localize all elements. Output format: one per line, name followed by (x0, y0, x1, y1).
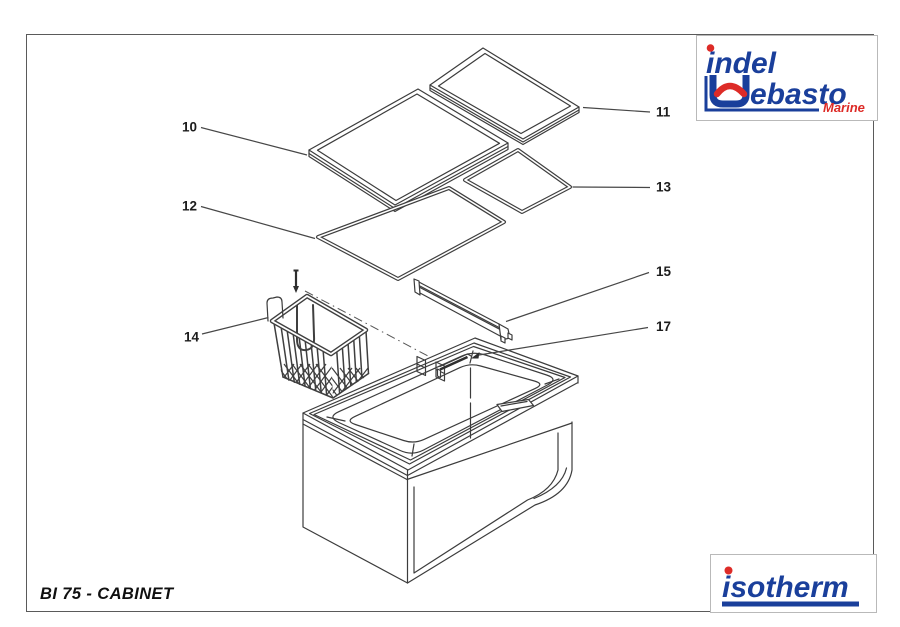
label-part-14: 14 (184, 330, 200, 345)
part-bracket-17 (436, 353, 472, 379)
part-gasket-13 (463, 148, 572, 214)
indel-wordmark: indel (706, 47, 777, 80)
part-lid-11 (429, 47, 580, 146)
label-part-12: 12 (182, 199, 197, 214)
logo-rule (704, 76, 819, 112)
rim-clip-b (435, 361, 446, 382)
indel-webasto-logo: indel ebasto Marine (696, 35, 878, 121)
part-number-labels: 10 12 14 11 13 15 17 (182, 105, 672, 345)
label-part-13: 13 (656, 180, 672, 195)
pin-arrowhead (293, 286, 299, 293)
webasto-w-red-arc-icon (713, 82, 748, 98)
isotherm-underline (722, 601, 859, 607)
page-border (26, 34, 874, 612)
marine-tagline: Marine (823, 100, 865, 115)
isotherm-logo: isotherm (710, 554, 877, 613)
webasto-w-icon (709, 75, 750, 108)
label-part-15: 15 (656, 264, 672, 279)
part-hinge-bar-15 (413, 278, 513, 344)
leader-arrowhead-17 (471, 352, 480, 359)
label-part-10: 10 (182, 120, 197, 135)
label-part-17: 17 (656, 319, 671, 334)
rim-clip-a (416, 355, 427, 377)
part-cabinet-body (302, 337, 579, 584)
part-basket-14 (266, 269, 429, 399)
webasto-wordmark: ebasto (750, 78, 847, 111)
indel-i-dot (706, 44, 715, 52)
part-gasket-12 (316, 186, 506, 281)
drawing-title: BI 75 - CABINET (40, 585, 174, 603)
isotherm-wordmark: isotherm (722, 571, 849, 604)
isotherm-i-dot (724, 566, 733, 575)
alignment-dashdot-line (304, 290, 429, 357)
basket-handle (266, 296, 284, 322)
leader-lines (200, 106, 651, 359)
label-part-11: 11 (656, 105, 671, 120)
